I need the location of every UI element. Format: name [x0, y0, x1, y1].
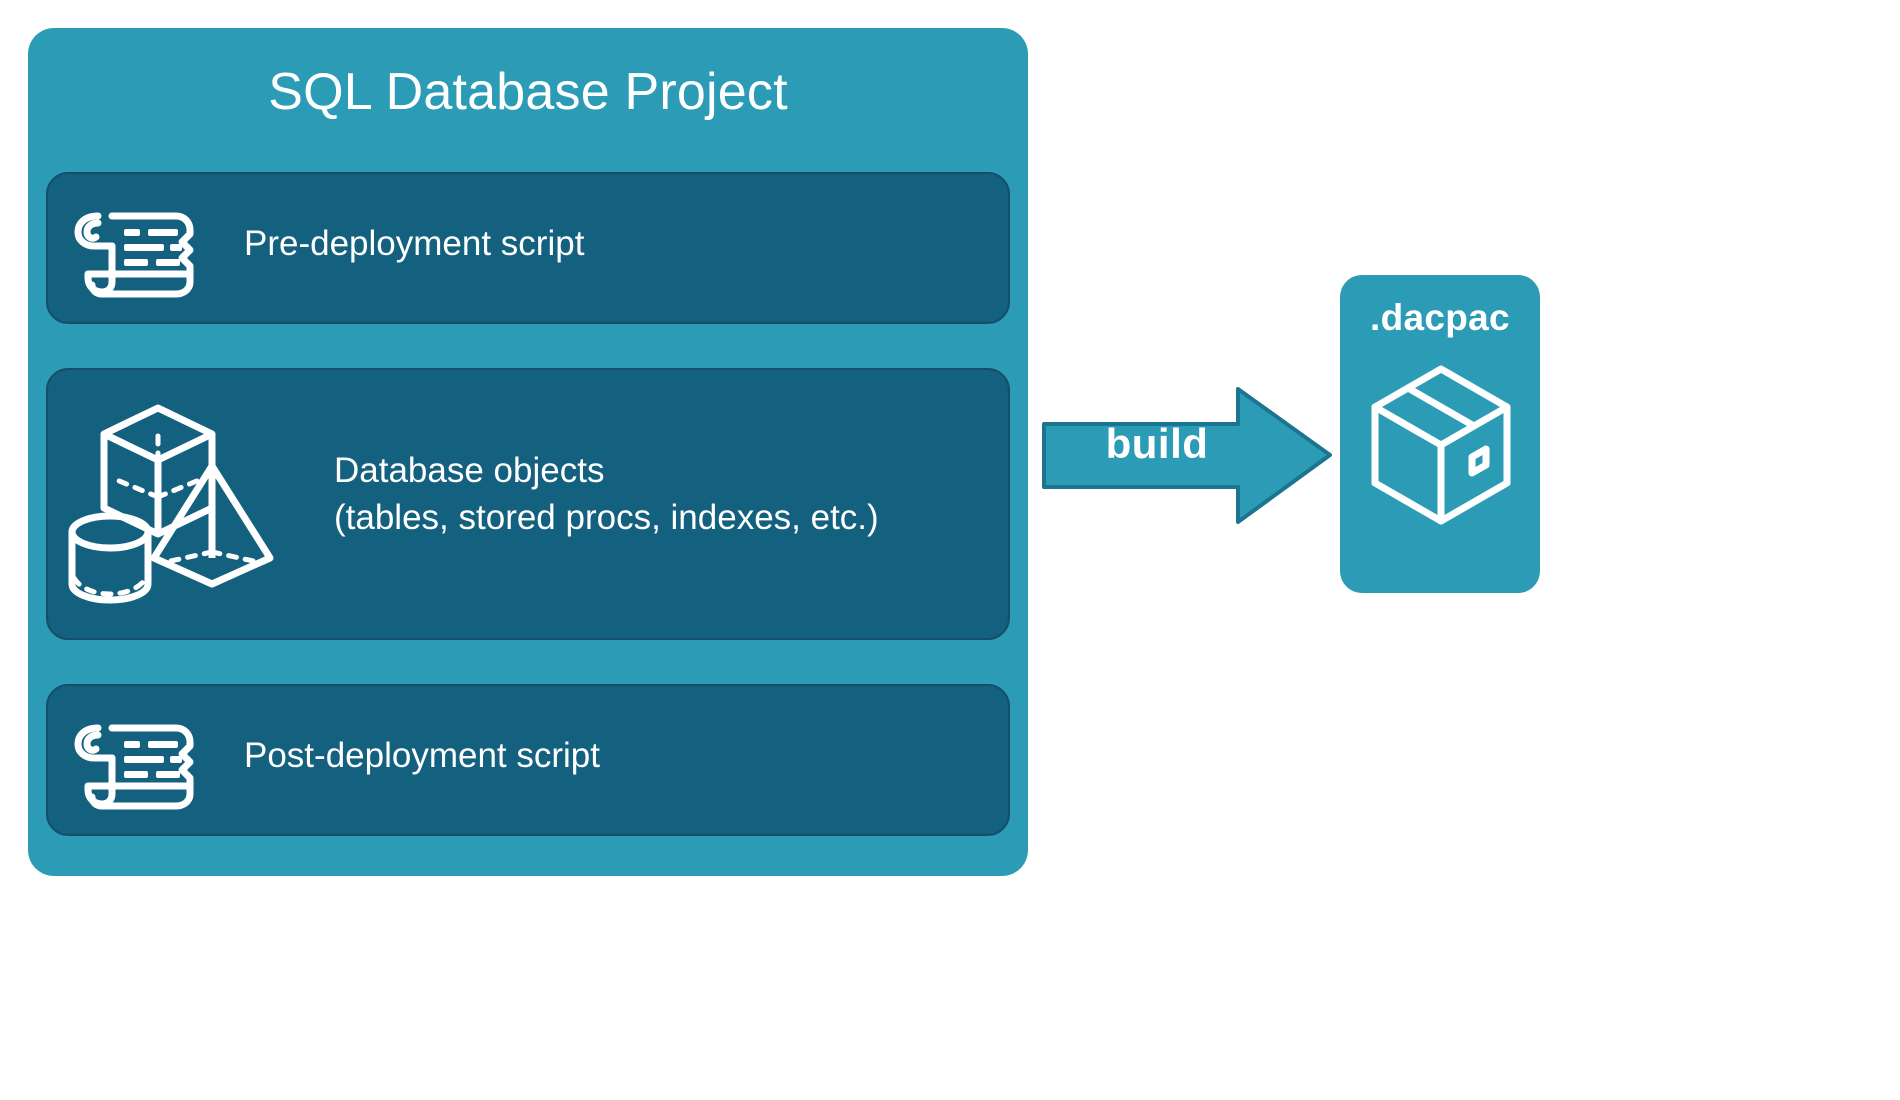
card-post-deployment-script[interactable]: Post-deployment script [46, 684, 1010, 836]
card-pre-deployment-script[interactable]: Pre-deployment script [46, 172, 1010, 324]
pyramid-icon [150, 462, 274, 588]
card-label-database-objects: Database objects (tables, stored procs, … [334, 451, 879, 537]
shapes-icon [68, 404, 274, 604]
card-label-pre-deployment: Pre-deployment script [244, 224, 585, 263]
card-label-post-deployment: Post-deployment script [244, 736, 600, 775]
sql-database-project-container: SQL Database Project [28, 28, 1028, 876]
scroll-icon [74, 212, 194, 298]
dacpac-title: .dacpac [1370, 297, 1510, 338]
scroll-icon [74, 724, 194, 810]
build-arrow-label: build [1105, 420, 1209, 467]
package-box-icon [1371, 365, 1511, 525]
dacpac-output-box[interactable]: .dacpac [1340, 275, 1540, 593]
project-title: SQL Database Project [268, 63, 788, 121]
build-arrow-icon [1042, 387, 1332, 524]
card-database-objects[interactable]: Database objects (tables, stored procs, … [46, 368, 1010, 640]
cylinder-icon [68, 512, 152, 604]
